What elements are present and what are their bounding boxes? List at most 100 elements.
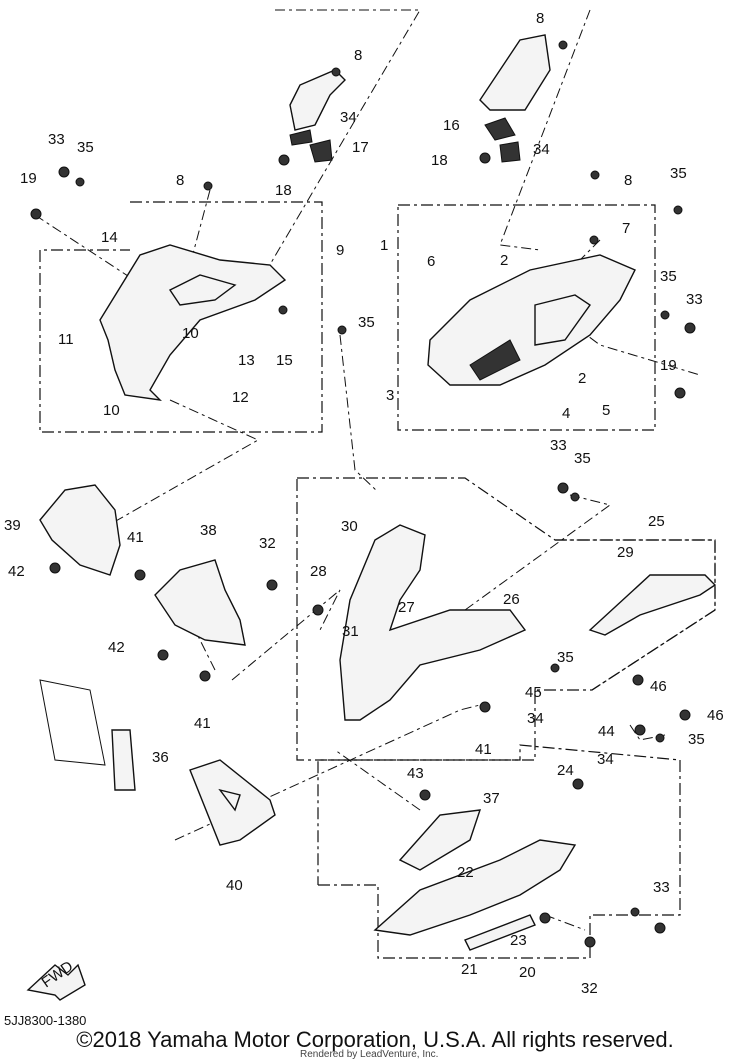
inner-panel-left	[99, 244, 287, 401]
callout-9: 9	[336, 242, 344, 259]
callout-27: 27	[398, 599, 415, 616]
callout-19: 19	[20, 170, 37, 187]
callout-22: 22	[457, 864, 474, 881]
leader-line	[339, 334, 379, 493]
callout-33: 33	[686, 291, 703, 308]
damper-34-right	[499, 141, 521, 163]
callout-14: 14	[101, 229, 118, 246]
callout-37: 37	[483, 790, 500, 807]
callout-20: 20	[519, 964, 536, 981]
callout-45: 45	[525, 684, 542, 701]
callout-10: 10	[182, 325, 199, 342]
nut-16	[484, 117, 516, 141]
cowling-stripe	[469, 339, 521, 381]
callout-28: 28	[310, 563, 327, 580]
callout-35: 35	[670, 165, 687, 182]
plate-40-hole	[218, 788, 241, 812]
callout-41: 41	[127, 529, 144, 546]
callout-42: 42	[8, 563, 25, 580]
nut-17	[309, 139, 333, 163]
callout-35: 35	[574, 450, 591, 467]
panel-window-left	[168, 274, 237, 306]
callout-1: 1	[380, 237, 388, 254]
bracket-29	[588, 574, 717, 636]
callout-41: 41	[475, 741, 492, 758]
callout-2: 2	[578, 370, 586, 387]
callout-35: 35	[688, 731, 705, 748]
callout-24: 24	[557, 762, 574, 779]
callout-33: 33	[653, 879, 670, 896]
callout-8: 8	[536, 10, 544, 27]
leader-line	[254, 9, 421, 291]
plate-37	[398, 809, 482, 871]
callout-13: 13	[238, 352, 255, 369]
side-cowling-right	[427, 254, 636, 386]
seal-21	[464, 914, 536, 951]
lower-cowling-27	[339, 524, 527, 721]
callout-25: 25	[648, 513, 665, 530]
leader-line	[464, 494, 612, 611]
callout-15: 15	[276, 352, 293, 369]
callout-29: 29	[617, 544, 634, 561]
callout-34: 34	[533, 141, 550, 158]
callout-35: 35	[358, 314, 375, 331]
group-box-20	[317, 744, 681, 959]
radiator-outline	[39, 679, 106, 766]
callout-18: 18	[431, 152, 448, 169]
callout-18: 18	[275, 182, 292, 199]
cowling-stay-left	[289, 69, 346, 131]
leader-line	[499, 9, 591, 251]
leader-line	[231, 589, 341, 681]
callout-2: 2	[500, 252, 508, 269]
callout-31: 31	[342, 623, 359, 640]
callout-33: 33	[550, 437, 567, 454]
callout-17: 17	[352, 139, 369, 156]
cowling-stay-right	[479, 34, 551, 111]
callout-38: 38	[200, 522, 217, 539]
callout-23: 23	[510, 932, 527, 949]
damper-34-left	[289, 129, 313, 146]
fasteners	[30, 40, 696, 948]
callout-3: 3	[386, 387, 394, 404]
callout-5: 5	[602, 402, 610, 419]
callout-12: 12	[232, 389, 249, 406]
callout-16: 16	[443, 117, 460, 134]
callout-36: 36	[152, 749, 169, 766]
callout-34: 34	[597, 751, 614, 768]
group-box-25	[555, 539, 716, 691]
callout-32: 32	[581, 980, 598, 997]
fwd-arrow	[26, 963, 86, 1001]
callout-35: 35	[660, 268, 677, 285]
callout-34: 34	[527, 710, 544, 727]
callout-40: 40	[226, 877, 243, 894]
callout-42: 42	[108, 639, 125, 656]
group-box-1	[397, 204, 656, 431]
callout-19: 19	[660, 357, 677, 374]
copyright-notice: ©2018 Yamaha Motor Corporation, U.S.A. A…	[76, 1027, 674, 1052]
callout-32: 32	[259, 535, 276, 552]
callout-11: 11	[58, 331, 74, 348]
cowling-window-right	[534, 294, 591, 346]
callout-7: 7	[622, 220, 630, 237]
callout-4: 4	[562, 405, 570, 422]
callout-34: 34	[340, 109, 357, 126]
callout-10: 10	[103, 402, 120, 419]
callout-8: 8	[354, 47, 362, 64]
callout-44: 44	[598, 723, 615, 740]
drawing-code: 5JJ8300-1380	[4, 1013, 87, 1028]
cover-38	[154, 559, 246, 646]
rendered-by-notice: Rendered by LeadVenture, Inc.	[300, 1049, 439, 1060]
callout-43: 43	[407, 765, 424, 782]
duct-36	[111, 729, 136, 791]
callout-8: 8	[176, 172, 184, 189]
group-box-9	[39, 201, 323, 433]
callout-26: 26	[503, 591, 520, 608]
callout-6: 6	[427, 253, 435, 270]
callout-46: 46	[650, 678, 667, 695]
callout-35: 35	[557, 649, 574, 666]
callout-41: 41	[194, 715, 211, 732]
callout-8: 8	[624, 172, 632, 189]
callout-35: 35	[77, 139, 94, 156]
